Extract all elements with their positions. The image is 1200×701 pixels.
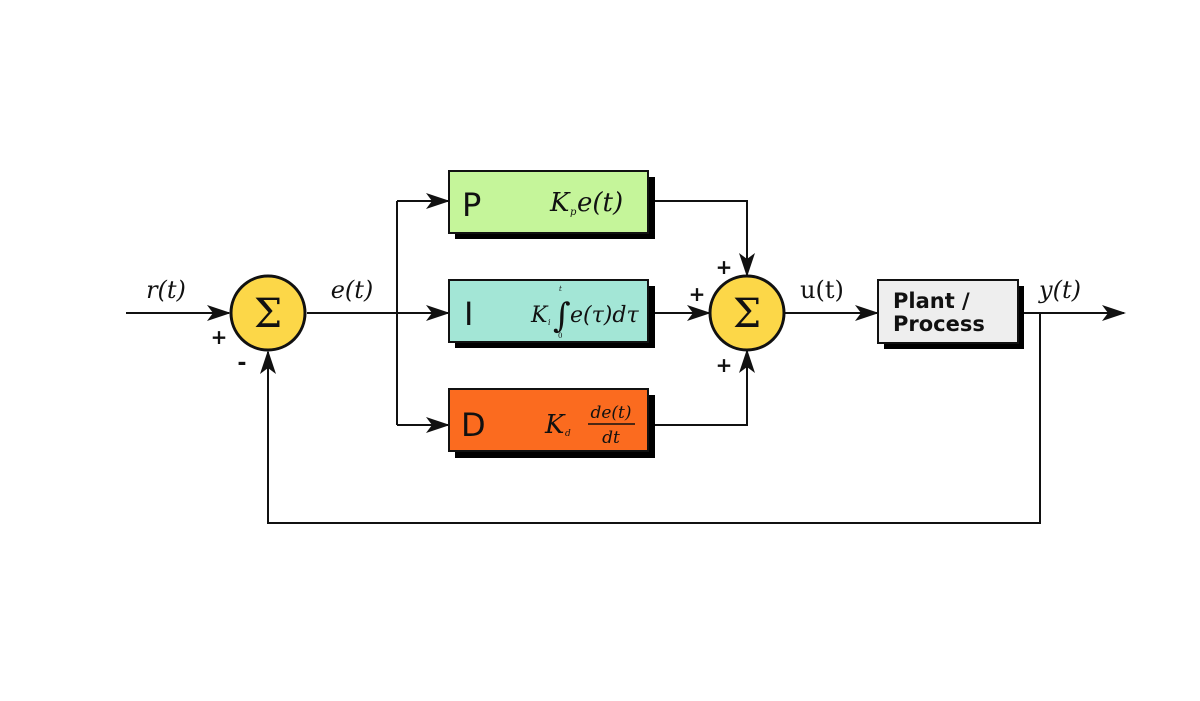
error-label: e(t) (331, 276, 374, 304)
block-expression: e(τ)dτ (570, 303, 639, 328)
gain-symbol: K (544, 410, 566, 440)
plant-label-line1: Plant / (893, 289, 970, 313)
error-summer: Σ (229, 274, 307, 352)
gain-subscript: i (548, 318, 551, 327)
plant-block: Plant / Process (877, 279, 1024, 349)
block-letter: D (461, 406, 486, 444)
d-block: D K d de(t) dt (448, 388, 655, 458)
sigma-symbol: Σ (254, 291, 282, 337)
p-out-wire (655, 200, 755, 277)
plus-sign-top: + (716, 255, 733, 279)
i-block: I K i ∫ t 0 e(τ)dτ (448, 279, 655, 348)
gain-symbol: K (549, 188, 571, 218)
output-label: y(t) (1038, 276, 1081, 304)
gain-subscript: d (565, 429, 571, 439)
block-letter: P (462, 186, 481, 224)
gain-symbol: K (530, 303, 549, 328)
reference-label: r(t) (146, 276, 186, 304)
plant-label-line2: Process (893, 312, 985, 336)
d-out-wire (655, 349, 755, 426)
plus-sign: + (211, 325, 228, 349)
block-body (448, 388, 649, 452)
block-expression: e(t) (577, 188, 623, 218)
plus-sign-left: + (689, 282, 706, 306)
control-label: u(t) (800, 276, 844, 304)
minus-sign: - (237, 351, 246, 376)
gain-subscript: p (570, 207, 577, 218)
feedback-wire (260, 313, 1041, 524)
control-summer: Σ (708, 274, 786, 352)
plus-sign-bottom: + (716, 353, 733, 377)
derivative-numerator: de(t) (590, 403, 631, 423)
integral-sign: ∫ (553, 296, 571, 336)
summer-circle (229, 274, 307, 352)
block-body (877, 279, 1019, 344)
derivative-denominator: dt (602, 428, 620, 448)
block-body (448, 279, 649, 343)
block-body (448, 170, 649, 234)
p-block: P K p e(t) (448, 170, 655, 239)
integral-lower-limit: 0 (558, 332, 562, 340)
block-letter: I (464, 295, 473, 333)
summer-circle (708, 274, 786, 352)
integral-upper-limit: t (559, 285, 562, 293)
sigma-symbol: Σ (733, 291, 761, 337)
